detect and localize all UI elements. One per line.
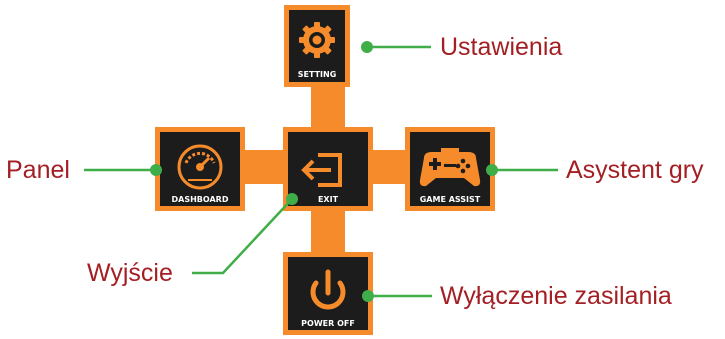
- gear-icon: [299, 22, 335, 58]
- setting-callout: Ustawienia: [440, 33, 562, 61]
- exit-tile[interactable]: EXIT: [283, 127, 373, 211]
- game-assist-callout: Asystent gry: [566, 156, 704, 184]
- speedometer-icon: [177, 144, 223, 190]
- power-icon: [310, 269, 346, 310]
- power-off-tile[interactable]: POWER OFF: [283, 252, 373, 335]
- exit-connector: [192, 193, 298, 275]
- gamepad-icon: [419, 148, 481, 187]
- exit-tile-label: EXIT: [318, 195, 339, 204]
- exit-icon: [301, 153, 342, 187]
- setting-tile-label: SETTING: [298, 70, 337, 79]
- setting-connector: [361, 41, 431, 53]
- dashboard-tile[interactable]: DASHBOARD: [155, 127, 245, 211]
- exit-callout: Wyjście: [87, 259, 173, 287]
- game-assist-tile-label: GAME ASSIST: [420, 195, 481, 204]
- power-off-connector: [362, 290, 432, 302]
- setting-tile[interactable]: SETTING: [284, 5, 350, 87]
- dashboard-connector: [84, 164, 162, 176]
- dashboard-callout: Panel: [6, 156, 70, 184]
- dashboard-tile-label: DASHBOARD: [172, 195, 229, 204]
- game-assist-connector: [486, 164, 558, 176]
- power-off-tile-label: POWER OFF: [301, 319, 355, 328]
- power-off-callout: Wyłączenie zasilania: [440, 282, 672, 310]
- game-assist-tile[interactable]: GAME ASSIST: [405, 127, 495, 211]
